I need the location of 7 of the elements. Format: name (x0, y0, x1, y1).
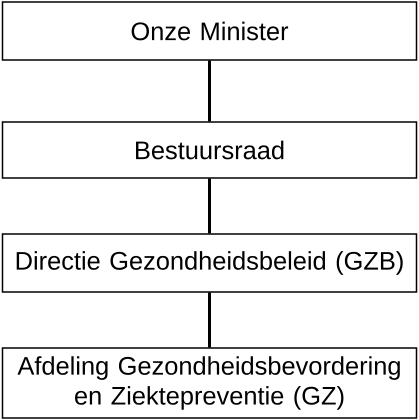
connector-line (208, 60, 211, 122)
connector-line (208, 178, 211, 234)
connector-line (208, 292, 211, 348)
org-box: Directie Gezondheidsbeleid (GZB) (2, 233, 418, 293)
org-box: Bestuursraad (2, 121, 418, 179)
org-box: Onze Minister (2, 1, 418, 61)
org-box: Afdeling Gezondheidsbevordering en Ziektepreventie (GZ) (2, 347, 418, 419)
